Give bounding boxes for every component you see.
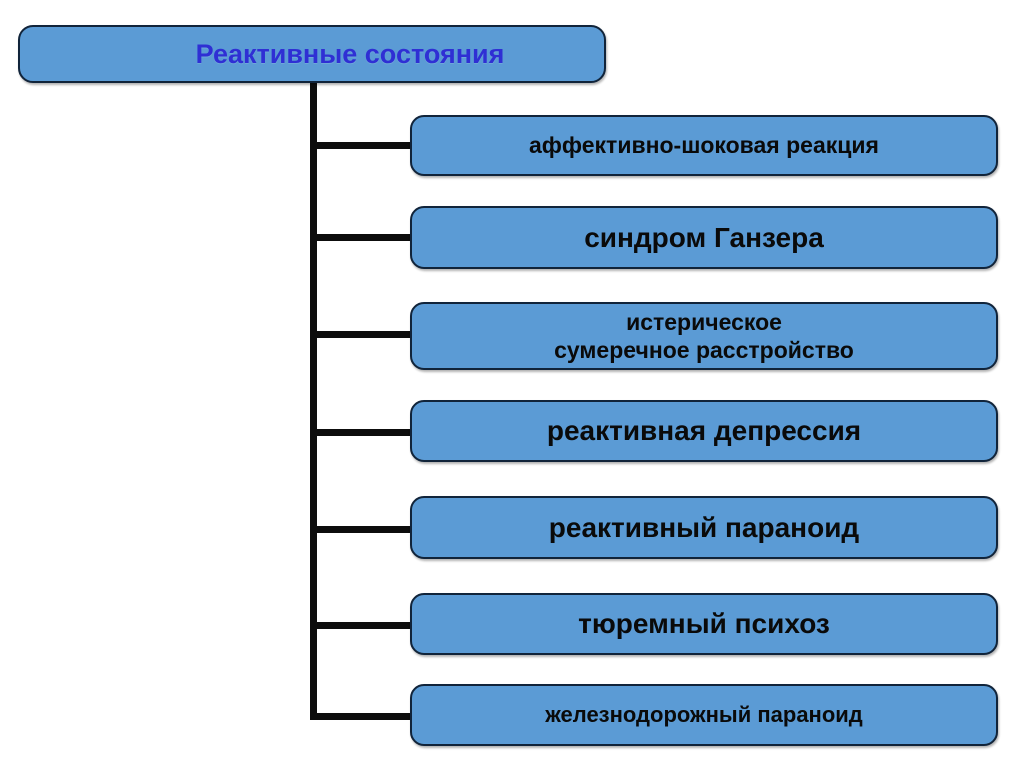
child-node-1-label: аффективно-шоковая реакция	[529, 131, 879, 158]
connector-branch-2	[310, 234, 412, 241]
connector-branch-5	[310, 526, 412, 533]
child-node-6-label: тюремный психоз	[578, 608, 830, 640]
connector-branch-7	[310, 713, 412, 720]
connector-branch-3	[310, 331, 412, 338]
child-node-2[interactable]: синдром Ганзера	[410, 206, 998, 269]
child-node-6[interactable]: тюремный психоз	[410, 593, 998, 655]
child-node-3[interactable]: истерическое сумеречное расстройство	[410, 302, 998, 370]
root-node[interactable]: Реактивные состояния	[18, 25, 606, 83]
connector-branch-4	[310, 429, 412, 436]
child-node-3-label: истерическое сумеречное расстройство	[554, 308, 854, 363]
child-node-5[interactable]: реактивный параноид	[410, 496, 998, 559]
child-node-4-label: реактивная депрессия	[546, 415, 862, 447]
child-node-1[interactable]: аффективно-шоковая реакция	[410, 115, 998, 176]
child-node-7-label: железнодорожный параноид	[545, 701, 863, 727]
root-node-label: Реактивные состояния	[195, 38, 505, 69]
connector-branch-6	[310, 622, 412, 629]
connector-branch-1	[310, 142, 412, 149]
child-node-4[interactable]: реактивная депрессия	[410, 400, 998, 462]
connector-trunk	[310, 82, 317, 720]
child-node-5-label: реактивный параноид	[548, 511, 860, 543]
child-node-7[interactable]: железнодорожный параноид	[410, 684, 998, 746]
child-node-2-label: синдром Ганзера	[584, 221, 824, 253]
